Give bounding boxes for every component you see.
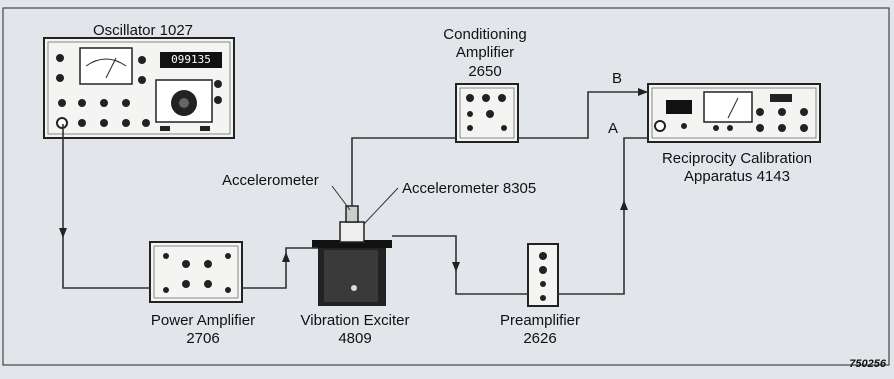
figure-number: 750256 — [849, 358, 886, 370]
cable-osc-to-poweramp — [62, 124, 150, 289]
cable-preamp-to-a — [558, 137, 648, 295]
conditioning-model-label: 2650 — [468, 63, 502, 80]
oscillator-device — [43, 37, 235, 139]
power-amplifier-label-line2: 2706 — [186, 330, 220, 347]
arrowheads — [59, 88, 648, 272]
power-amplifier-device — [149, 241, 243, 303]
accelerometer-body — [339, 221, 365, 243]
exciter-label-line2: 4809 — [338, 330, 372, 347]
power-amplifier-label-line1: Power Amplifier — [150, 312, 256, 329]
oscillator-display-readout: 099135 — [171, 53, 211, 66]
conditioning-label-line1: Conditioning — [443, 26, 527, 43]
oscillator-label: Oscillator 1027 — [92, 22, 194, 39]
accelerometer-label: Accelerometer — [222, 172, 319, 189]
accelerometer-8305-label: Accelerometer 8305 — [402, 180, 537, 197]
oscillator-digital-display — [160, 52, 222, 68]
conditioning-amplifier-device — [455, 83, 519, 143]
cable-conditioning-to-b — [518, 91, 648, 139]
cable-poweramp-to-exciter — [242, 247, 318, 289]
reciprocity-label-line2: Apparatus 4143 — [684, 168, 790, 185]
exciter-label-line1: Vibration Exciter — [300, 312, 410, 329]
port-b-label: B — [612, 70, 623, 87]
vibration-exciter-device — [312, 205, 392, 306]
port-a-label: A — [608, 120, 619, 137]
oscillator-meter — [79, 47, 133, 85]
cable-accel-to-conditioning — [351, 137, 456, 206]
preamplifier-label-line1: Preamplifier — [499, 312, 581, 329]
conditioning-label-line2: Amplifier — [455, 44, 515, 61]
reciprocity-apparatus-device — [647, 83, 821, 143]
preamplifier-device — [527, 243, 559, 307]
reciprocity-label-line1: Reciprocity Calibration — [661, 150, 813, 167]
preamplifier-label-line2: 2626 — [523, 330, 557, 347]
